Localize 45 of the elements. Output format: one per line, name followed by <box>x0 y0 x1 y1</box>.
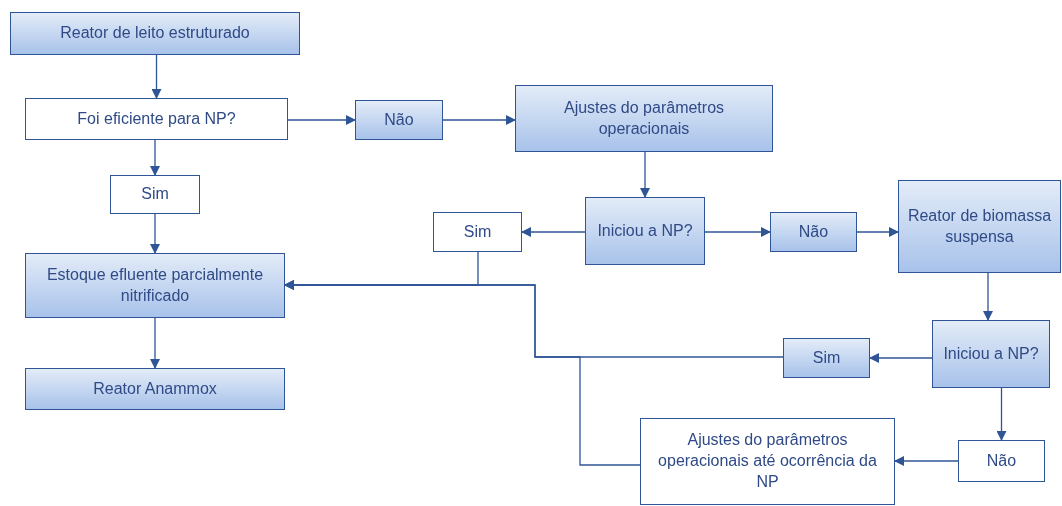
node-label: Ajustes do parâmetros operacionais até ocorrência da NP <box>657 430 878 492</box>
arrow <box>856 227 899 237</box>
arrow <box>151 54 162 99</box>
node-label: Ajustes do parâmetros operacionais <box>562 97 726 139</box>
arrow <box>150 213 160 254</box>
node-label: Estoque efluente parcialmente nitrificado <box>45 264 265 306</box>
node-label: Foi eficiente para NP? <box>77 108 236 129</box>
arrow <box>442 115 516 125</box>
arrow <box>521 227 586 237</box>
node-label: Sim <box>463 221 492 242</box>
arrow <box>996 387 1007 441</box>
node-label: Não <box>798 221 829 242</box>
arrow <box>284 280 641 466</box>
decision-box <box>433 212 522 252</box>
node-label: Não <box>384 109 414 130</box>
node-label: Reator de biomassa suspensa <box>906 205 1053 247</box>
node-label: Sim <box>812 347 841 368</box>
arrow <box>150 317 160 369</box>
process-box <box>770 212 857 252</box>
arrow <box>704 227 771 237</box>
process-box <box>515 85 773 152</box>
arrow <box>869 353 933 363</box>
decision-box <box>110 175 200 214</box>
node-label: Reator Anammox <box>93 378 217 399</box>
decision-box <box>640 418 895 505</box>
process-box <box>25 368 285 410</box>
process-box <box>783 338 870 378</box>
process-box <box>932 320 1050 388</box>
arrow <box>894 456 959 466</box>
process-box <box>10 12 300 55</box>
decision-box <box>958 440 1045 482</box>
decision-box <box>25 98 288 140</box>
process-box <box>25 253 285 318</box>
process-box <box>898 180 1061 273</box>
node-label: Sim <box>141 184 169 205</box>
arrow <box>150 139 160 176</box>
node-label: Reator de leito estruturado <box>60 23 250 44</box>
node-label: Iniciou a NP? <box>597 220 693 241</box>
process-box <box>355 100 443 140</box>
process-box <box>585 197 705 265</box>
arrow <box>287 115 356 125</box>
arrow <box>640 151 650 198</box>
arrow <box>983 272 993 321</box>
node-label: Não <box>986 450 1017 471</box>
node-label: Iniciou a NP? <box>943 343 1039 364</box>
